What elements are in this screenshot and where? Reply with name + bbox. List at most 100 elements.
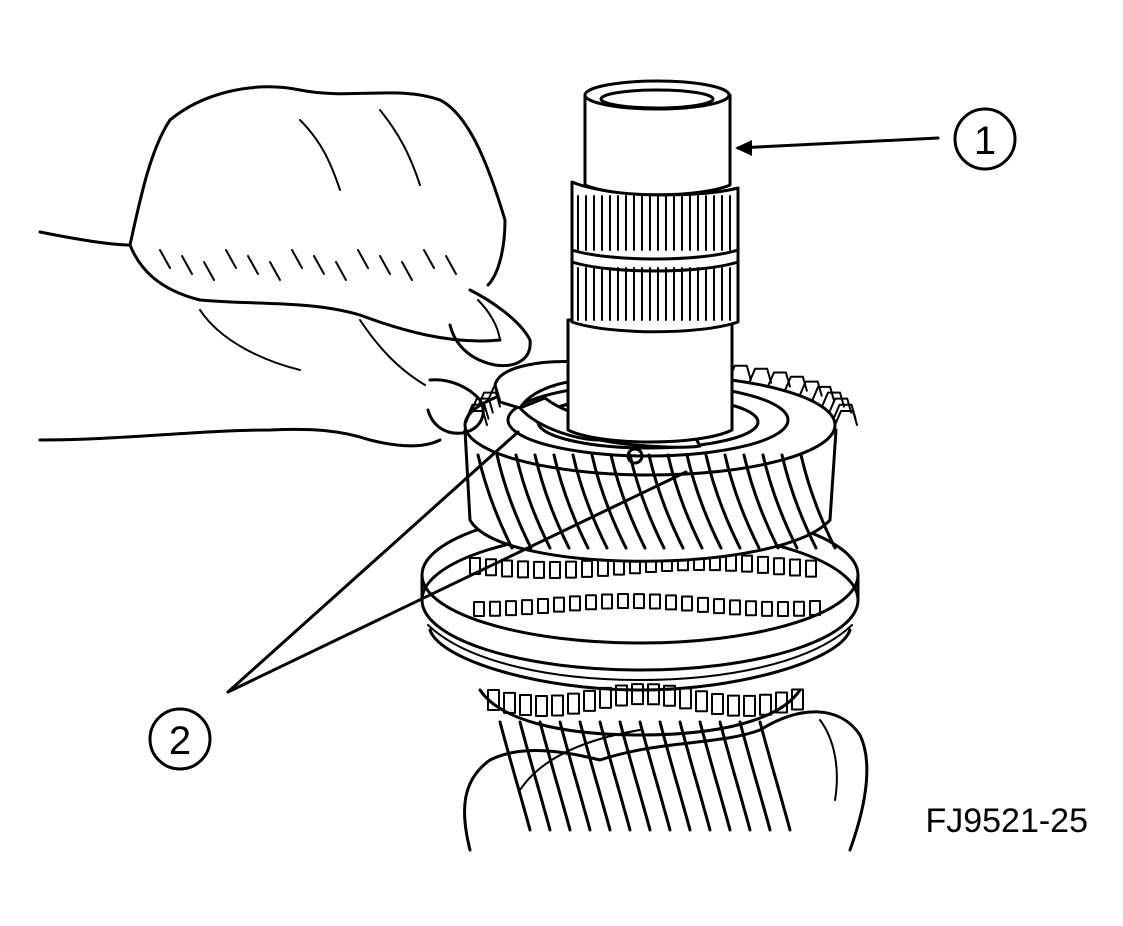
lower-gear-tooth xyxy=(567,692,580,715)
leader-line-2a xyxy=(226,430,520,694)
sleeve-tooth xyxy=(489,600,501,617)
gear-tooth xyxy=(834,410,858,426)
sleeve-tooth xyxy=(713,598,725,615)
hand-hatch-stroke xyxy=(401,261,413,281)
hand-hatch-stroke xyxy=(423,249,435,269)
arrowhead-1 xyxy=(735,140,752,156)
lower-helix-tooth xyxy=(618,720,652,832)
callout-1: 1 xyxy=(953,107,1017,171)
lower-gear-tooth xyxy=(583,689,596,712)
gear-helix-tooth xyxy=(628,453,666,550)
sleeve-tooth xyxy=(697,596,709,613)
sleeve-tooth xyxy=(761,600,773,617)
lower-helix-tooth xyxy=(718,720,752,832)
sleeve-tooth xyxy=(501,559,513,578)
gear-tooth xyxy=(748,367,773,384)
sleeve-tooth xyxy=(581,559,593,578)
lower-gear-tooth xyxy=(647,683,660,706)
sleeve-tooth xyxy=(565,560,577,579)
gear-helix-tooth xyxy=(495,453,533,550)
lower-gear-tooth xyxy=(759,693,772,716)
lower-helix-tooth xyxy=(538,720,572,832)
gear-helix-tooth xyxy=(609,453,647,550)
sleeve-tooth xyxy=(517,560,529,579)
sleeve-tooth xyxy=(741,554,753,573)
sleeve-tooth xyxy=(805,559,817,578)
lower-gear-tooth xyxy=(695,690,708,713)
lower-gear-tooth xyxy=(535,694,548,717)
sleeve-tooth xyxy=(617,593,629,610)
callout-2-circle xyxy=(148,707,212,771)
lower-gear-tooth xyxy=(487,689,500,711)
gear-helix-tooth xyxy=(590,453,628,550)
hand-hatch-stroke xyxy=(379,255,391,275)
lower-gear-tooth xyxy=(791,688,804,711)
sleeve-tooth xyxy=(549,560,561,579)
sleeve-tooth xyxy=(789,558,801,577)
sleeve-tooth xyxy=(533,560,545,579)
gear-helix-tooth xyxy=(780,453,818,550)
sleeve-tooth xyxy=(633,593,645,610)
lower-gear-tooth xyxy=(599,686,612,709)
sleeve-tooth xyxy=(521,599,533,616)
gear-helix-tooth xyxy=(704,453,742,550)
lower-helix-tooth xyxy=(558,720,592,832)
lower-helix-tooth xyxy=(758,720,792,832)
sleeve-tooth xyxy=(569,595,581,612)
lower-helix-tooth xyxy=(578,720,612,832)
hand-hatch-stroke xyxy=(159,249,171,269)
hand-hatch-stroke xyxy=(335,261,347,281)
gear-helix-tooth xyxy=(685,453,723,550)
sleeve-tooth xyxy=(601,593,613,610)
lower-gear-tooth xyxy=(631,683,644,706)
lower-helix-tooth xyxy=(678,720,712,832)
gear-helix-tooth xyxy=(761,453,799,550)
hand-hatch-stroke xyxy=(203,261,215,281)
sleeve-tooth xyxy=(729,599,741,616)
callout-1-circle xyxy=(953,107,1017,171)
lower-gear-tooth xyxy=(615,684,628,707)
leader-line-1 xyxy=(736,136,940,150)
sleeve-tooth xyxy=(553,596,565,613)
hand-hatch-stroke xyxy=(181,255,193,275)
sleeve-tooth xyxy=(505,600,517,617)
lower-gear-cluster xyxy=(463,683,869,852)
callout-2-number: 2 xyxy=(169,719,191,763)
lower-gear-tooth xyxy=(727,694,740,717)
hand-hatch-stroke xyxy=(357,249,369,269)
hand-hatch-stroke xyxy=(247,255,259,275)
sleeve-tooth xyxy=(537,597,549,614)
lower-gear-tooth xyxy=(551,694,564,717)
gear-helix-tooth xyxy=(571,453,609,550)
hand-hatch-stroke xyxy=(445,255,457,275)
sleeve-tooth xyxy=(809,600,821,617)
lower-helix-tooth xyxy=(698,720,732,832)
hand-hatch-stroke xyxy=(269,261,281,281)
callout-2: 2 xyxy=(148,707,212,771)
sleeve-tooth xyxy=(585,594,597,611)
leader-lines xyxy=(226,136,940,694)
sleeve-tooth xyxy=(793,600,805,617)
gear-helix-tooth xyxy=(799,453,837,550)
main-shaft xyxy=(566,79,740,444)
lower-gear-tooth xyxy=(679,687,692,710)
sleeve-tooth xyxy=(745,600,757,617)
gear-helix-tooth xyxy=(666,453,704,550)
leader-line-2b xyxy=(226,470,688,694)
gear-helix-tooth xyxy=(742,453,780,550)
sleeve-tooth xyxy=(649,593,661,610)
lower-gear-tooth xyxy=(519,694,532,717)
gear-helix-tooth xyxy=(552,453,590,550)
gear-tooth xyxy=(469,397,494,414)
hand-hatch-stroke xyxy=(225,249,237,269)
lower-gear-tooth xyxy=(711,692,724,715)
gear-tooth xyxy=(798,380,823,397)
sleeve-tooth xyxy=(681,595,693,612)
sleeve-tooth xyxy=(777,600,789,617)
lower-helix-tooth xyxy=(498,720,532,832)
sleeve-tooth xyxy=(757,555,769,574)
lower-gear-tooth xyxy=(775,691,788,714)
lower-gear-tooth xyxy=(743,694,756,717)
gear-tooth xyxy=(821,391,846,408)
